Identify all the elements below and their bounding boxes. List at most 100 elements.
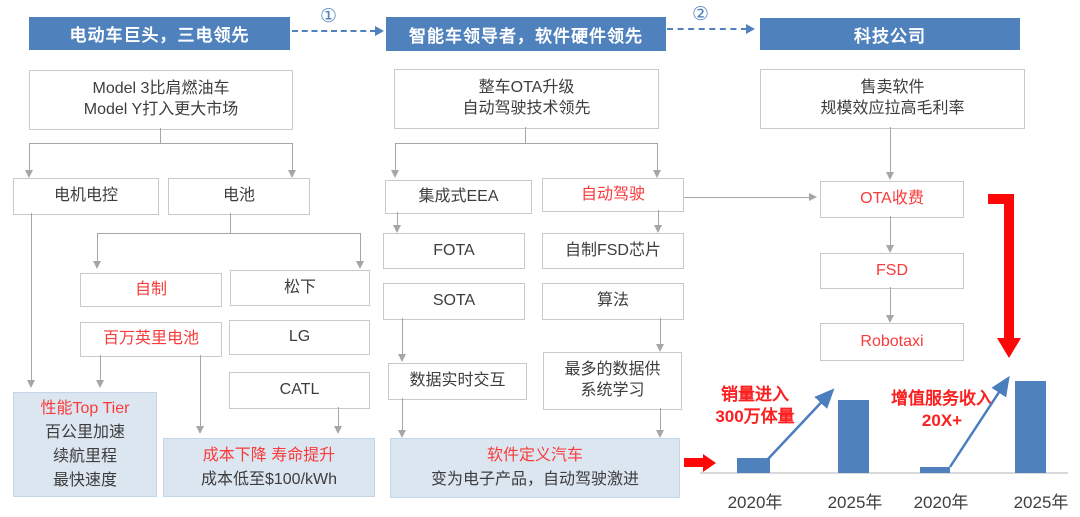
- arrowhead-icon: [656, 430, 664, 438]
- stage1-summary-line1: Model 3比肩燃油车: [92, 80, 230, 98]
- node-battery: 电池: [168, 178, 310, 215]
- node-autopilot: 自动驾驶: [542, 178, 684, 212]
- software-headline: 软件定义汽车: [486, 447, 583, 464]
- annotation-service-line1: 增值服务收入: [891, 389, 993, 408]
- stage3-header: 科技公司: [760, 18, 1020, 50]
- arrowhead-icon: [653, 170, 661, 178]
- bar-sales-2025: [838, 400, 869, 473]
- stage3-summary-box: 售卖软件 规模效应拉高毛利率: [760, 69, 1025, 129]
- connector-line: [660, 318, 661, 345]
- arrowhead-icon: [809, 193, 817, 201]
- chart-baseline: [700, 472, 1068, 474]
- arrowhead-icon: [391, 170, 399, 178]
- step2-number: ②: [692, 4, 710, 25]
- bar-service-2020: [920, 467, 950, 473]
- step2-arrowhead-icon: [746, 24, 755, 34]
- performance-line3: 最快速度: [52, 471, 117, 489]
- arrowhead-icon: [886, 172, 894, 180]
- node-ota-fee: OTA收费: [820, 181, 964, 218]
- red-elbow-arrow-stem: [1004, 194, 1014, 339]
- stage3-summary-line1: 售卖软件: [860, 79, 925, 97]
- connector-line: [657, 143, 658, 171]
- node-million-mile-battery: 百万英里电池: [80, 322, 222, 357]
- arrowhead-icon: [27, 380, 35, 388]
- connector-line: [31, 213, 32, 380]
- node-catl: CATL: [229, 372, 370, 409]
- node-sota: SOTA: [383, 283, 525, 320]
- node-fsd: FSD: [820, 253, 964, 289]
- arrowhead-icon: [886, 315, 894, 323]
- connector-line: [890, 287, 891, 316]
- xaxis-label-sales-2025: 2025年: [827, 493, 883, 512]
- stage1-summary-box: Model 3比肩燃油车 Model Y打入更大市场: [29, 70, 293, 130]
- connector-line: [200, 355, 201, 427]
- connector-line: [684, 197, 810, 198]
- outcome-cost-box: 成本下降 寿命提升 成本低至$100/kWh: [163, 438, 375, 497]
- connector-line: [100, 355, 101, 381]
- stage1-header: 电动车巨头，三电领先: [29, 17, 290, 50]
- stage2-summary-line1: 整车OTA升级: [478, 79, 575, 97]
- connector-line: [97, 233, 360, 234]
- connector-line: [29, 143, 292, 144]
- connector-line: [97, 233, 98, 261]
- node-realtime-data: 数据实时交互: [388, 363, 527, 400]
- connector-line: [338, 407, 339, 427]
- arrowhead-icon: [654, 225, 662, 233]
- arrowhead-icon: [393, 225, 401, 233]
- red-elbow-arrowhead-icon: [997, 338, 1021, 358]
- arrowhead-icon: [356, 261, 364, 269]
- performance-line2: 续航里程: [52, 447, 117, 465]
- node-lg: LG: [229, 320, 370, 355]
- node-motor-control: 电机电控: [13, 178, 159, 215]
- node-eea: 集成式EEA: [385, 180, 532, 214]
- step1-arrowhead-icon: [375, 26, 384, 36]
- connector-line: [360, 233, 361, 261]
- step2-dashed-arrow: [667, 28, 747, 30]
- xaxis-label-sales-2020: 2020年: [727, 493, 783, 512]
- arrowhead-icon: [196, 426, 204, 434]
- arrowhead-icon: [288, 170, 296, 178]
- connector-line: [402, 398, 403, 431]
- software-line1: 变为电子产品，自动驾驶激进: [430, 471, 639, 488]
- arrowhead-icon: [398, 430, 406, 438]
- node-panasonic: 松下: [230, 270, 370, 306]
- annotation-service: 增值服务收入 20X+: [876, 388, 1008, 432]
- annotation-sales: 销量进入 300万体量: [690, 384, 820, 428]
- outcome-software-box: 软件定义汽车 变为电子产品，自动驾驶激进: [390, 438, 680, 498]
- stage2-summary-box: 整车OTA升级 自动驾驶技术领先: [394, 69, 659, 129]
- connector-line: [160, 128, 161, 143]
- xaxis-label-service-2025: 2025年: [1013, 493, 1069, 512]
- outcome-performance-box: 性能Top Tier 百公里加速 续航里程 最快速度: [13, 392, 157, 497]
- arrowhead-icon: [656, 344, 664, 352]
- arrowhead-icon: [334, 426, 342, 434]
- arrowhead-icon: [886, 245, 894, 253]
- stage3-summary-line2: 规模效应拉高毛利率: [820, 100, 965, 117]
- bar-sales-2020: [737, 458, 770, 473]
- cost-headline: 成本下降 寿命提升: [202, 446, 336, 464]
- connector-line: [395, 143, 657, 144]
- performance-line1: 百公里加速: [44, 423, 125, 441]
- annotation-sales-line1: 销量进入: [721, 385, 789, 404]
- cost-line1: 成本低至$100/kWh: [200, 470, 338, 488]
- arrowhead-icon: [398, 354, 406, 362]
- node-self-made: 自制: [80, 273, 222, 307]
- data-for-learning-line2: 系统学习: [580, 382, 645, 399]
- connector-line: [890, 216, 891, 246]
- red-arrow-stem: [684, 458, 703, 467]
- connector-line: [292, 143, 293, 171]
- connector-line: [395, 143, 396, 171]
- node-fota: FOTA: [383, 233, 525, 269]
- step1-number: ①: [320, 6, 338, 27]
- stage2-header: 智能车领导者，软件硬件领先: [386, 17, 666, 51]
- connector-line: [402, 318, 403, 355]
- stage1-summary-line2: Model Y打入更大市场: [83, 101, 239, 118]
- arrowhead-icon: [93, 261, 101, 269]
- xaxis-label-service-2020: 2020年: [913, 493, 969, 512]
- red-arrowhead-icon: [703, 454, 716, 472]
- node-robotaxi: Robotaxi: [820, 323, 964, 361]
- performance-headline: 性能Top Tier: [40, 399, 130, 417]
- bar-service-2025: [1015, 381, 1046, 473]
- red-elbow-arrow-top: [988, 194, 1014, 204]
- connector-line: [890, 127, 891, 173]
